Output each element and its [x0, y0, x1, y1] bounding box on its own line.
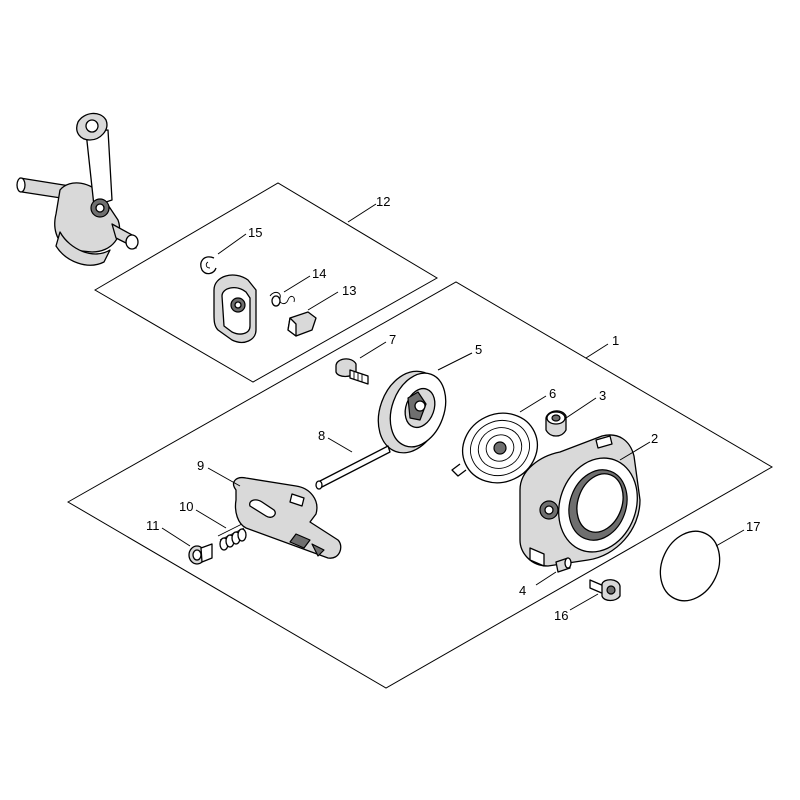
callout-5: 5 [475, 342, 482, 357]
handle-part-9 [232, 476, 342, 559]
callout-10: 10 [179, 499, 193, 514]
callout-14: 14 [312, 266, 326, 281]
callout-3: 3 [599, 388, 606, 403]
spring-part-14 [269, 291, 295, 307]
callout-9: 9 [197, 458, 204, 473]
leader-lines [161, 203, 745, 611]
pawl-housing-illustration [213, 274, 257, 344]
callout-11: 11 [146, 518, 160, 533]
callout-1: 1 [612, 333, 619, 348]
callout-13: 13 [342, 283, 356, 298]
screw-part-16 [589, 579, 621, 602]
callout-16: 16 [554, 608, 568, 623]
callout-6: 6 [549, 386, 556, 401]
e-clip-part-15 [200, 256, 217, 275]
subassembly-frame-12 [94, 182, 438, 383]
rope-part-8 [315, 445, 391, 490]
callout-7: 7 [389, 332, 396, 347]
recoil-spring-part-6 [451, 412, 538, 484]
callout-2: 2 [651, 431, 658, 446]
bolt-part-7 [335, 358, 369, 385]
starter-case-part-2 [519, 434, 641, 567]
pin-part-4 [555, 557, 572, 573]
bushing-part-11 [188, 543, 213, 565]
bushing-part-3 [545, 410, 567, 437]
gasket-part-17 [659, 530, 721, 602]
callout-4: 4 [519, 583, 526, 598]
callout-17: 17 [746, 519, 760, 534]
pawl-part-13 [287, 311, 317, 337]
spring-part-10 [217, 523, 247, 551]
assembly-frame-1 [66, 281, 773, 689]
pulley-part-5 [377, 370, 447, 454]
callout-8: 8 [318, 428, 325, 443]
callout-15: 15 [248, 225, 262, 240]
callout-12: 12 [376, 194, 390, 209]
crankshaft-illustration [16, 112, 139, 266]
